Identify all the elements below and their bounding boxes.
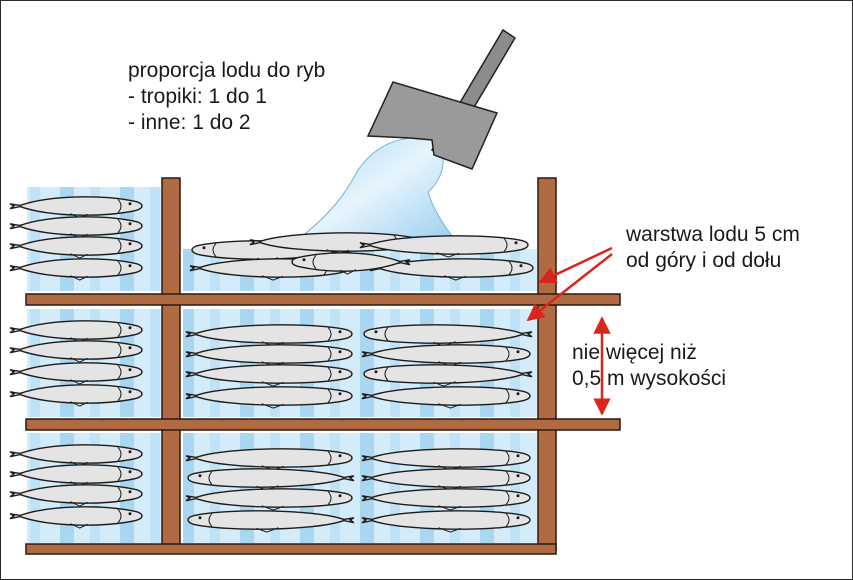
fish-icon [361,510,531,533]
fish-icon [9,196,143,219]
rack-post-right [537,177,557,551]
rack-post-left [161,177,181,551]
fish-icon [185,488,353,511]
fish-icon [9,464,143,487]
fish-icon [9,258,143,281]
fish-icon [185,364,353,387]
rack-shelf-upper [25,293,621,306]
ice-layer-arrow-top [538,246,613,284]
fish-icon [185,344,353,367]
fish-icon [9,484,143,507]
height-line1: nie więcej niż [572,341,697,364]
annotation-arrows [526,246,613,416]
ice-layer-line1: warstwa lodu 5 cm [626,223,800,246]
height-label: nie więcej niż 0,5 m wysokości [572,340,726,392]
fish-icon [363,364,533,387]
ratio-block: proporcja lodu do ryb - tropiki: 1 do 1 … [128,58,325,136]
fish-icon [185,448,353,471]
fish-icon [369,258,534,281]
fish-icon [9,236,143,259]
fish-icon [361,448,531,471]
ice-layer-label: warstwa lodu 5 cm od góry i od dołu [626,222,800,274]
fish-icon [9,506,143,529]
fish-icon [359,235,529,258]
fish-icon [361,386,531,409]
fish-icon [361,488,531,511]
fish-icon [9,216,143,239]
ice-pile [298,136,453,239]
fish-icon [187,468,355,491]
fish-icon [361,468,531,491]
fish-layer [9,196,534,533]
fish-icon [361,344,531,367]
fish-icon [9,362,143,385]
fish-icon [291,252,411,275]
ratio-other: - inne: 1 do 2 [128,111,251,134]
shovel-icon [366,28,517,170]
fish-icon [9,384,143,407]
rack-shelf-bottom [25,543,557,555]
rack-shelf-middle [25,418,621,431]
fish-icon [187,510,355,533]
ratio-tropics: - tropiki: 1 do 1 [128,85,267,108]
height-line2: 0,5 m wysokości [572,367,727,390]
ice-layer-line2: od góry i od dołu [626,249,782,272]
fish-icon [185,386,353,409]
fish-icon [9,340,143,363]
fish-icon [185,324,353,347]
ratio-title: proporcja lodu do ryb [128,59,326,82]
ice-layer-arrow-bottom [526,253,613,322]
